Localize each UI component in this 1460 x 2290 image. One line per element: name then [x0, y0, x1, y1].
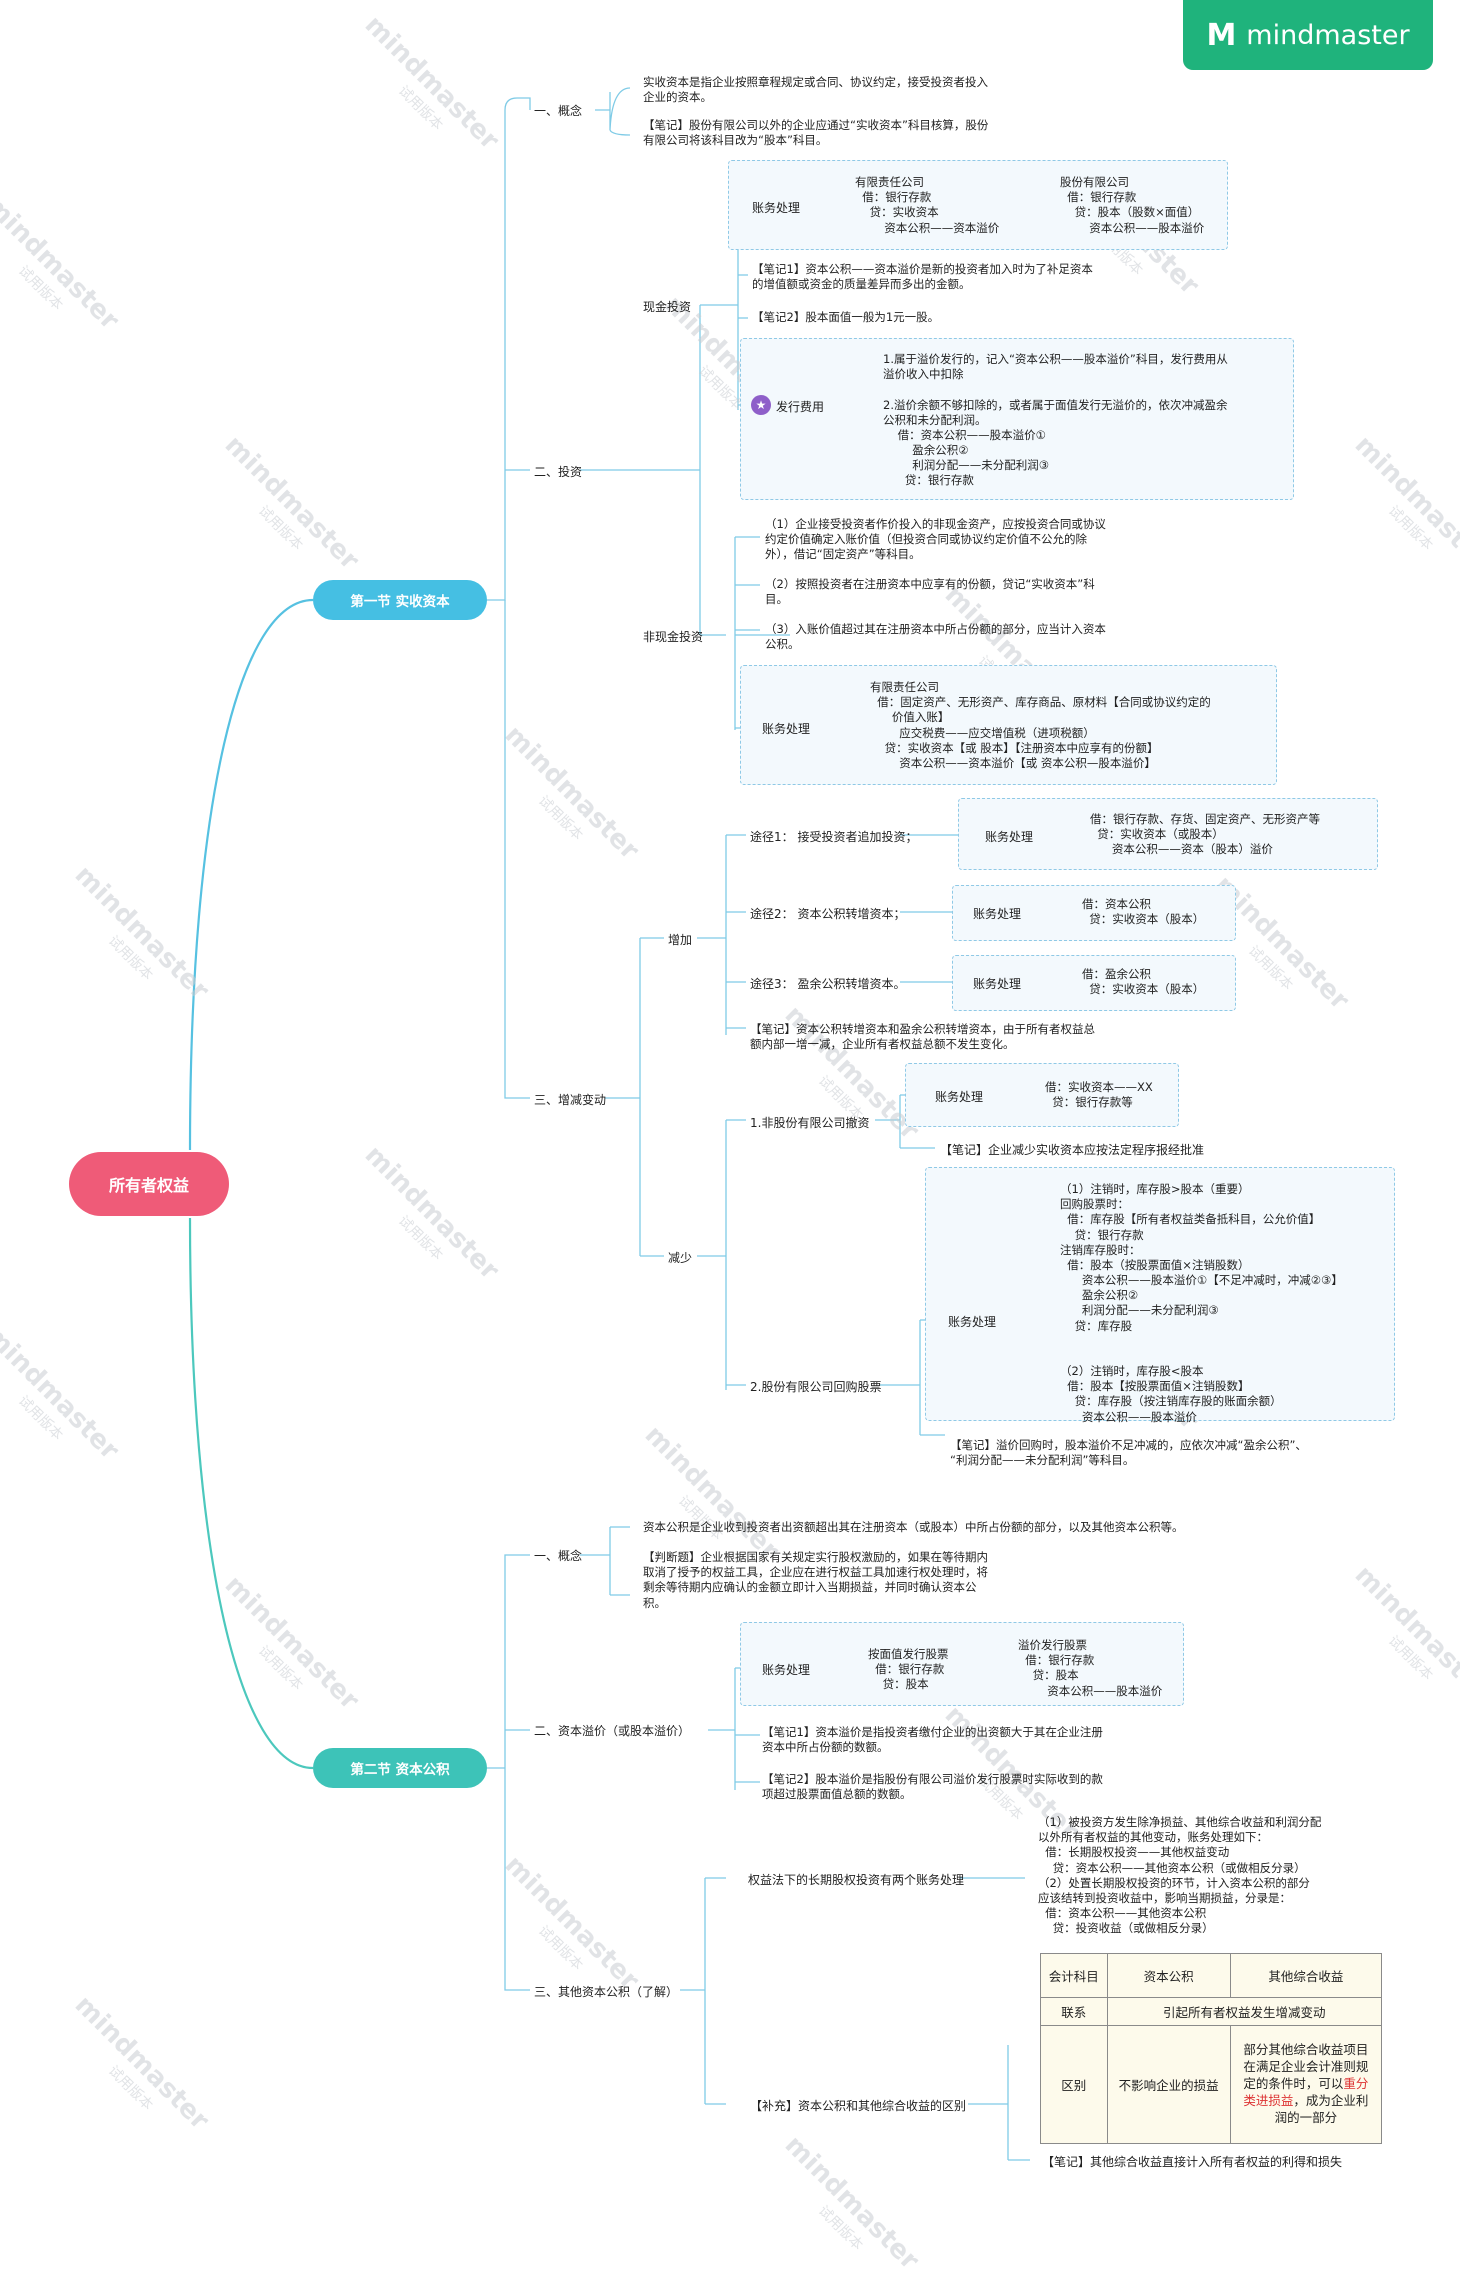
way3-acct-label[interactable]: 账务处理	[973, 977, 1022, 991]
s2-judge-question: 【判断题】企业根据国家有关规定实行股权激励的，如果在等待期内 取消了授予的权益工…	[643, 1550, 988, 1610]
dec2-note: 【笔记】溢价回购时，股本溢价不足冲减的，应依次冲减“盈余公积”、 “利润分配——…	[950, 1438, 1307, 1468]
decrease-2-label: 2.股份有限公司回购股票	[750, 1380, 882, 1394]
premium-acct-label[interactable]: 账务处理	[762, 1663, 811, 1677]
way3-acct-box	[952, 955, 1236, 1011]
premium-note-1: 【笔记1】资本溢价是指投资者缴付企业的出资额大于其在企业注册 资本中所占份额的数…	[762, 1725, 1103, 1755]
cash-share-entry: 股份有限公司 借：银行存款 贷：股本（股数×面值） 资本公积——股本溢价	[1060, 175, 1205, 235]
decrease-label[interactable]: 减少	[668, 1251, 693, 1265]
table-header-oci: 其他综合收益	[1229, 1953, 1383, 1998]
table-row-diff-oci: 部分其他综合收益项目 在满足企业会计准则规 定的条件时，可以重分 类进损益，成为…	[1229, 2025, 1383, 2144]
increase-note: 【笔记】资本公积转增资本和盈余公积转增资本，由于所有者权益总 额内部一增一减，企…	[750, 1022, 1095, 1052]
mindmaster-logo: M mindmaster	[1183, 0, 1433, 70]
increase-way-1: 途径1： 接受投资者追加投资；	[750, 830, 918, 844]
cash-note-2: 【笔记2】股本面值一般为1元一股。	[752, 310, 940, 324]
mindmaster-logo-icon: M	[1206, 17, 1237, 53]
cash-invest-label[interactable]: 现金投资	[643, 300, 692, 314]
issue-fee-label[interactable]: 发行费用	[776, 400, 825, 414]
root-to-s1-link	[188, 598, 314, 1151]
section-1-topic[interactable]: 第一节 实收资本	[313, 580, 487, 620]
oci-note: 【笔记】其他综合收益直接计入所有者权益的利得和损失	[1042, 2155, 1343, 2169]
table-header-subject: 会计科目	[1040, 1953, 1108, 1998]
dec2-acct-entry: （1）注销时，库存股>股本（重要） 回购股票时： 借：库存股【所有者权益类备抵科…	[1060, 1182, 1343, 1424]
table-header-capital-reserve: 资本公积	[1106, 1953, 1231, 1998]
s2-premium-label[interactable]: 二、资本溢价（或股本溢价）	[534, 1724, 691, 1738]
cash-acct-label[interactable]: 账务处理	[752, 201, 801, 215]
increase-label[interactable]: 增加	[668, 933, 693, 947]
issue-fee-box	[740, 338, 1294, 500]
s1-concept-label[interactable]: 一、概念	[534, 104, 583, 118]
way1-acct-label[interactable]: 账务处理	[985, 830, 1034, 844]
section-2-topic[interactable]: 第二节 资本公积	[313, 1748, 487, 1788]
dec2-acct-label[interactable]: 账务处理	[948, 1315, 997, 1329]
table-row-diff-capital: 不影响企业的损益	[1106, 2025, 1231, 2144]
noncash-invest-label[interactable]: 非现金投资	[643, 630, 704, 644]
way2-acct-box	[952, 885, 1236, 941]
cash-ltd-entry: 有限责任公司 借：银行存款 贷：实收资本 资本公积——资本溢价	[855, 175, 1000, 235]
s1-concept-note: 【笔记】股份有限公司以外的企业应通过“实收资本”科目核算，股份 有限公司将该科目…	[643, 118, 989, 148]
s1-concept-def: 实收资本是指企业按照章程规定或合同、协议约定，接受投资者投入 企业的资本。	[643, 75, 988, 105]
table-row-diff-label: 区别	[1040, 2025, 1108, 2144]
root-topic[interactable]: 所有者权益	[69, 1152, 229, 1216]
table-row-link-value: 引起所有者权益发生增减变动	[1106, 1997, 1383, 2026]
way3-acct-entry: 借：盈余公积 贷：实收资本（股本）	[1082, 967, 1205, 997]
brand-name: mindmaster	[1246, 19, 1410, 51]
reclassify-highlight: 重分 类进损益	[1243, 2076, 1369, 2108]
dec1-acct-label[interactable]: 账务处理	[935, 1090, 984, 1104]
dec1-note: 【笔记】企业减少实收资本应按法定程序报经批准	[940, 1143, 1205, 1157]
noncash-p3: （3）入账价值超过其在注册资本中所占份额的部分，应当计入资本 公积。	[765, 622, 1106, 652]
cash-acct-box	[728, 160, 1228, 250]
star-icon: ★	[751, 395, 771, 415]
way2-acct-label[interactable]: 账务处理	[973, 907, 1022, 921]
equity-method-text: （1）被投资方发生除净损益、其他综合收益和利润分配 以外所有者权益的其他变动，账…	[1038, 1815, 1322, 1936]
s1-change-label[interactable]: 三、增减变动	[534, 1093, 607, 1107]
dec1-acct-entry: 借：实收资本——XX 贷：银行存款等	[1045, 1080, 1153, 1110]
root-to-s2-link	[188, 1217, 314, 1770]
increase-way-3: 途径3： 盈余公积转增资本。	[750, 977, 906, 991]
s2-concept-def: 资本公积是企业收到投资者出资额超出其在注册资本（或股本）中所占份额的部分，以及其…	[643, 1520, 1184, 1534]
noncash-p1: （1）企业接受投资者作价投入的非现金资产，应按投资合同或协议 约定价值确定入账价…	[765, 517, 1106, 562]
noncash-acct-label[interactable]: 账务处理	[762, 722, 811, 736]
table-row-link-label: 联系	[1040, 1997, 1108, 2026]
noncash-p2: （2）按照投资者在注册资本中应享有的份额，贷记“实收资本”科 目。	[765, 577, 1095, 607]
premium-prem-entry: 溢价发行股票 借：银行存款 贷：股本 资本公积——股本溢价	[1018, 1638, 1163, 1698]
noncash-acct-entry: 有限责任公司 借：固定资产、无形资产、库存商品、原材料【合同或协议约定的 价值入…	[870, 680, 1211, 770]
way1-acct-entry: 借：银行存款、存货、固定资产、无形资产等 贷：实收资本（或股本） 资本公积——资…	[1090, 812, 1320, 857]
way2-acct-entry: 借：资本公积 贷：实收资本（股本）	[1082, 897, 1205, 927]
equity-method-label: 权益法下的长期股权投资有两个账务处理	[748, 1873, 965, 1887]
premium-par-entry: 按面值发行股票 借：银行存款 贷：股本	[868, 1647, 949, 1692]
s1-invest-label[interactable]: 二、投资	[534, 465, 583, 479]
cash-note-1: 【笔记1】资本公积——资本溢价是新的投资者加入时为了补足资本 的增值额或资金的质…	[752, 262, 1093, 292]
issue-fee-text: 1.属于溢价发行的，记入“资本公积——股本溢价”科目，发行费用从 溢价收入中扣除…	[883, 352, 1228, 488]
way1-acct-box	[958, 798, 1378, 870]
dec1-acct-box	[905, 1063, 1179, 1127]
premium-note-2: 【笔记2】股本溢价是指股份有限公司溢价发行股票时实际收到的款 项超过股票面值总额…	[762, 1772, 1103, 1802]
s2-other-label[interactable]: 三、其他资本公积（了解）	[534, 1985, 679, 1999]
comparison-table: 会计科目 资本公积 其他综合收益 联系 引起所有者权益发生增减变动 区别 不影响…	[1040, 1953, 1383, 2144]
noncash-acct-box	[740, 665, 1277, 785]
supplement-label: 【补充】资本公积和其他综合收益的区别	[750, 2099, 967, 2113]
dec2-acct-box	[925, 1167, 1395, 1421]
premium-acct-box	[740, 1622, 1184, 1706]
increase-way-2: 途径2： 资本公积转增资本；	[750, 907, 906, 921]
decrease-1-label: 1.非股份有限公司撤资	[750, 1116, 870, 1130]
s2-concept-label[interactable]: 一、概念	[534, 1549, 583, 1563]
